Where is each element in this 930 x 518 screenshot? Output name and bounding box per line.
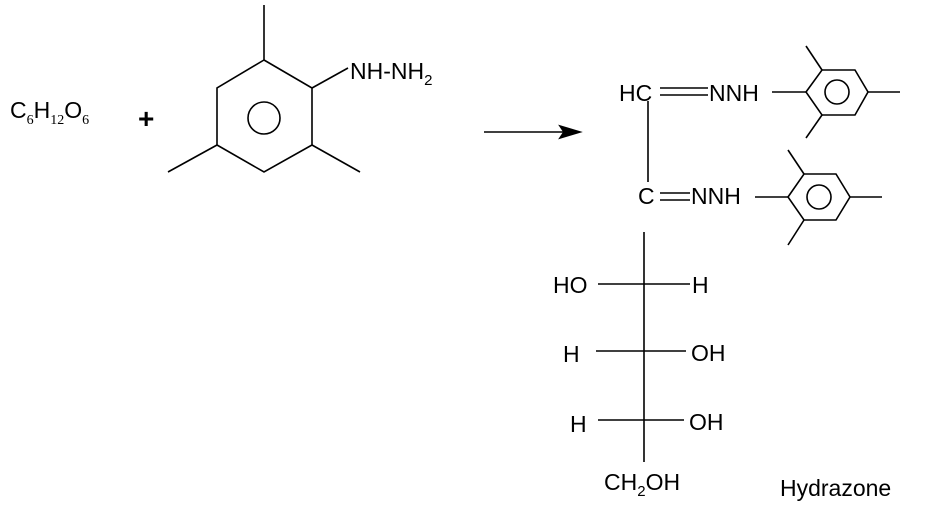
c2-nnh-label: NNH	[691, 183, 741, 209]
glucose-formula: C6H12O6	[10, 97, 89, 128]
ch2oh-label: CH2OH	[604, 469, 680, 500]
aryl-ring-1	[805, 69, 869, 116]
aryl-ring-2	[787, 173, 851, 221]
aromatic-circle	[247, 101, 281, 135]
c1-label: HC	[619, 80, 652, 106]
hydrazine-group: NH-NH2	[350, 58, 432, 89]
svg-text:OH: OH	[691, 340, 726, 366]
svg-text:H: H	[563, 341, 580, 367]
reaction-arrow	[484, 124, 583, 140]
svg-text:H: H	[692, 272, 709, 298]
svg-text:HO: HO	[553, 272, 588, 298]
mesitylhydrazine: NH-NH2	[167, 5, 432, 173]
svg-text:H: H	[570, 411, 587, 437]
svg-text:OH: OH	[689, 409, 724, 435]
c2-label: C	[638, 183, 655, 209]
svg-text:C6H12O6: C6H12O6	[10, 97, 89, 128]
benzene-ring	[216, 59, 313, 173]
c1-nnh-label: NNH	[709, 80, 759, 106]
product-name: Hydrazone	[780, 475, 891, 501]
plus-sign: +	[138, 103, 154, 134]
hydrazone-product: HC NNH C NNH HO H H OH H OH CH2OH	[553, 45, 900, 500]
